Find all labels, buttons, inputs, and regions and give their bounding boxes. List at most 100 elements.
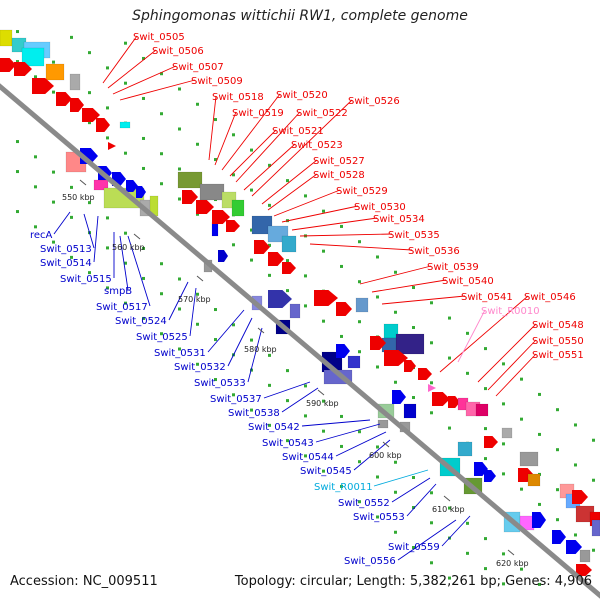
guide-dot <box>178 167 181 171</box>
guide-dot <box>304 384 307 388</box>
guide-dot <box>232 323 235 327</box>
gene-label: Swit_0534 <box>373 214 425 225</box>
guide-dot <box>124 261 127 265</box>
label-connector <box>315 423 381 443</box>
label-connector <box>127 235 151 307</box>
label-connector <box>371 279 447 293</box>
guide-dot <box>268 163 271 167</box>
guide-dot <box>466 521 469 525</box>
gene-label: Swit_0529 <box>336 186 388 197</box>
gene-label: smpB <box>104 286 132 297</box>
guide-dot <box>466 551 469 555</box>
gene-feature <box>475 403 489 417</box>
gene-label: Swit_0536 <box>408 246 460 257</box>
gene-feature <box>0 58 16 72</box>
gene-feature <box>579 549 591 563</box>
gene-feature <box>119 121 131 129</box>
label-connector <box>391 477 431 503</box>
gene-feature <box>177 171 203 189</box>
label-connector <box>487 339 537 391</box>
gene-label: Swit_R0010 <box>481 306 540 317</box>
gene-label: Swit_0533 <box>194 378 246 389</box>
gene-label: Swit_0539 <box>427 262 479 273</box>
guide-dot <box>412 396 415 400</box>
guide-dot <box>178 197 181 201</box>
gene-label: Swit_0532 <box>174 362 226 373</box>
guide-dot <box>484 457 487 461</box>
label-connector <box>251 99 353 197</box>
guide-dot <box>286 399 289 403</box>
label-connector <box>247 327 263 383</box>
guide-dot <box>322 399 325 403</box>
guide-dot <box>178 307 181 311</box>
gene-label: Swit_0524 <box>115 316 167 327</box>
genome-backbone <box>0 83 600 599</box>
gene-feature <box>484 470 496 482</box>
gene-feature <box>404 360 416 372</box>
guide-dot <box>34 75 37 79</box>
guide-dot <box>196 292 199 296</box>
gene-feature <box>226 220 240 232</box>
gene-feature <box>566 540 582 554</box>
guide-dot <box>34 155 37 159</box>
guide-dot <box>304 274 307 278</box>
guide-dot <box>106 216 109 220</box>
guide-dot <box>88 91 91 95</box>
gene-feature <box>96 118 110 132</box>
gene-labels: Swit_0505Swit_0506Swit_0507Swit_0509Swit… <box>30 32 584 567</box>
gene-feature <box>347 355 361 369</box>
guide-dot <box>430 381 433 385</box>
guide-dot <box>16 140 19 144</box>
guide-dot <box>304 194 307 198</box>
guide-dot <box>304 414 307 418</box>
guide-dot <box>466 331 469 335</box>
guide-dot <box>232 173 235 177</box>
guide-dot <box>160 332 163 336</box>
guide-dot <box>142 316 145 320</box>
guide-dot <box>448 576 451 580</box>
gene-label: Swit_0535 <box>388 230 440 241</box>
gene-feature <box>281 235 297 253</box>
guide-dot <box>178 277 181 281</box>
guide-dot <box>88 271 91 275</box>
guide-dot <box>322 319 325 323</box>
guide-dot <box>178 127 181 131</box>
guide-dot <box>448 316 451 320</box>
label-connector <box>281 205 359 223</box>
gene-feature <box>56 92 72 106</box>
label-connector <box>235 111 301 183</box>
guide-dot <box>574 533 577 537</box>
gene-label: Swit_0540 <box>442 276 494 287</box>
guide-dot <box>250 188 253 192</box>
guide-dot <box>412 326 415 330</box>
gene-feature <box>384 350 408 366</box>
guide-dot <box>574 423 577 427</box>
gene-feature <box>196 200 214 214</box>
gene-label: Swit_0545 <box>300 466 352 477</box>
gene-label: Swit_0507 <box>172 62 224 73</box>
guide-dot <box>268 423 271 427</box>
label-connector <box>227 317 253 367</box>
guide-dot <box>178 87 181 91</box>
gene-feature <box>552 530 566 544</box>
guide-dot <box>16 30 19 34</box>
guide-dot <box>484 567 487 571</box>
gene-label: Swit_0538 <box>228 408 280 419</box>
guide-dot <box>106 246 109 250</box>
guide-dot <box>268 353 271 357</box>
guide-dot <box>304 304 307 308</box>
gene-label: Swit_0520 <box>276 90 328 101</box>
guide-dot <box>124 231 127 235</box>
label-connector <box>457 309 486 363</box>
guide-dot <box>538 432 541 436</box>
guide-dot <box>268 273 271 277</box>
guide-dot <box>556 408 559 412</box>
guide-dot <box>160 152 163 156</box>
guide-dot <box>196 322 199 326</box>
tick-label: 610 kbp <box>432 505 465 514</box>
tick-mark <box>507 549 515 556</box>
guide-dot <box>502 582 505 586</box>
guide-dot <box>142 246 145 250</box>
gene-feature <box>268 252 284 266</box>
label-connector <box>214 111 237 166</box>
